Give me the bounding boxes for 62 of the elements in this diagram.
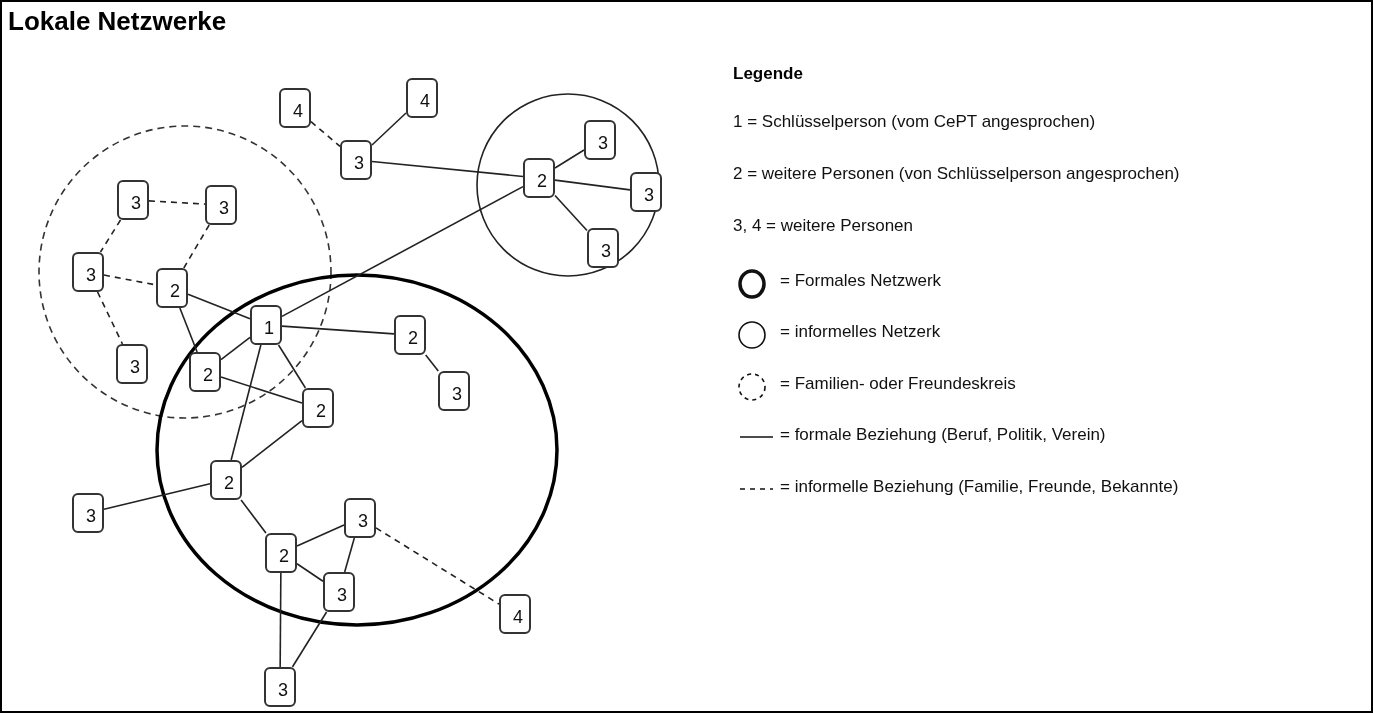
legend-text: 3, 4 = weitere Personen: [733, 216, 914, 236]
connector-line: [296, 562, 324, 583]
person-box: 2: [302, 388, 334, 428]
connector-line: [220, 376, 303, 404]
connector-line: [554, 149, 585, 169]
connector-line: [554, 194, 588, 232]
person-box: 3: [205, 185, 237, 225]
legend-text: 2 = weitere Personen (von Schlüsselperson angesprochen): [733, 164, 1180, 184]
person-box: 2: [189, 352, 221, 392]
dashed-line: [96, 291, 124, 345]
dashed-line: [183, 224, 210, 269]
legend-text: = formale Beziehung (Beruf, Politik, Verein): [780, 425, 1106, 445]
dashed-line: [148, 200, 206, 205]
legend-text: = Familien- oder Freundeskreis: [780, 374, 1016, 394]
legend-text: = Formales Netzwerk: [780, 271, 942, 291]
person-box: 2: [265, 533, 297, 573]
person-box: 4: [499, 594, 531, 634]
person-box: 2: [523, 158, 555, 198]
person-box: 3: [116, 344, 148, 384]
dashed-line: [375, 527, 500, 605]
connector-line: [424, 354, 440, 372]
connector-line: [230, 344, 262, 461]
connector-line: [277, 344, 307, 389]
connector-line: [220, 336, 251, 361]
person-box: 3: [630, 172, 662, 212]
person-box: 4: [406, 78, 438, 118]
person-box: 3: [587, 228, 619, 268]
legend-text: 1 = Schlüsselperson (vom CePT angesprochen): [733, 112, 1096, 132]
person-box: 2: [394, 315, 426, 355]
connector-line: [279, 572, 282, 668]
person-box: 4: [279, 88, 311, 128]
connector-line: [179, 307, 198, 353]
connector-line: [240, 499, 267, 534]
connector-line: [291, 611, 328, 668]
connector-line: [343, 537, 356, 573]
connector-line: [371, 160, 524, 178]
legend-text: = informelle Beziehung (Familie, Freunde, Bekannte): [780, 477, 1179, 497]
connector-line: [241, 419, 303, 469]
person-box: 3: [584, 120, 616, 160]
dashed-line: [99, 219, 122, 253]
diagram-title: Lokale Netzwerke: [8, 6, 227, 37]
person-box: 3: [264, 667, 296, 707]
person-box: 3: [72, 252, 104, 292]
person-box: 3: [340, 140, 372, 180]
person-box: 3: [323, 572, 355, 612]
connector-line: [371, 112, 407, 146]
legend-heading: Legende: [733, 64, 803, 84]
person-box: 3: [72, 493, 104, 533]
person-box: 2: [156, 268, 188, 308]
person-box: 3: [438, 371, 470, 411]
person-box: 1: [250, 305, 282, 345]
person-box: 3: [344, 498, 376, 538]
legend-text: = informelles Netzerk: [780, 322, 941, 342]
dashed-line: [310, 120, 341, 148]
connector-line: [296, 524, 345, 547]
person-box: 3: [117, 180, 149, 220]
connector-line: [281, 325, 395, 335]
connector-line: [554, 179, 631, 191]
connector-line: [281, 185, 524, 318]
connector-line: [187, 293, 251, 320]
person-box: 2: [210, 460, 242, 500]
connector-line: [103, 483, 211, 510]
